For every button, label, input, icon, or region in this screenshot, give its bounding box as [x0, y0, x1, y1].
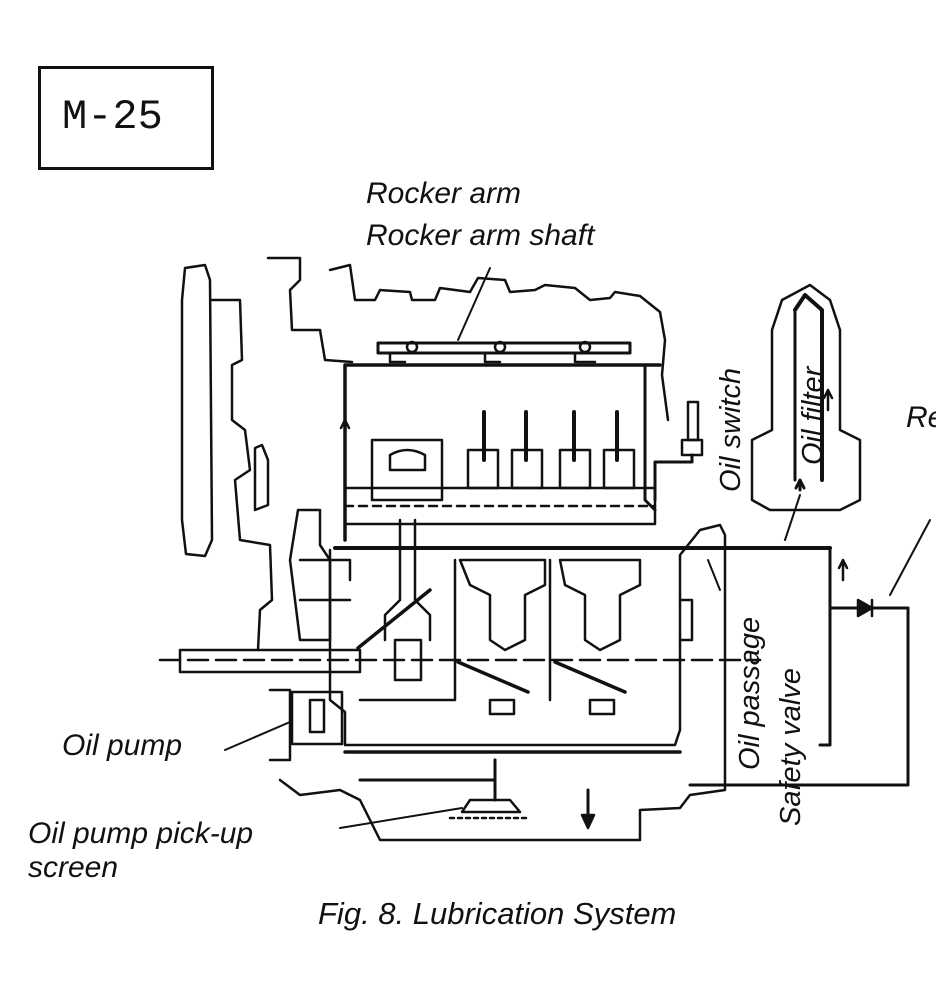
timing-cover [210, 298, 274, 652]
pickup-screen [460, 798, 522, 814]
valve-rods [482, 410, 619, 462]
flywheel [180, 263, 214, 558]
oil-pump-body [288, 508, 332, 642]
page-code-box [38, 66, 214, 170]
oil-filter [750, 283, 862, 512]
engine-block [278, 523, 727, 842]
rocker-arm-label: Rocker arm [366, 177, 522, 210]
figure-caption: Fig. 8. Lubrication System [318, 896, 677, 931]
safety-valve-label: Safety valve [775, 668, 807, 826]
oil-passage-label: Oil passage [734, 616, 766, 770]
oil-pump-pickup-screen-label: Oil pump pick-up [28, 817, 254, 850]
oil-pump-label: Oil pump [62, 729, 183, 762]
relief-valve-label: Re [906, 401, 936, 434]
relief-valve [856, 598, 874, 618]
oil-pump [290, 690, 344, 746]
rocker-arm-shaft-label: Rocker arm shaft [366, 219, 595, 252]
oil-pump-pickup-screen-label-line2: screen [28, 851, 119, 884]
cylinder-head [328, 263, 670, 422]
oil-filter-label: Oil filter [797, 366, 829, 465]
piston [370, 438, 444, 502]
oil-switch-label: Oil switch [715, 367, 747, 492]
oil-switch [686, 400, 700, 442]
page-code: M-25 [62, 93, 163, 141]
